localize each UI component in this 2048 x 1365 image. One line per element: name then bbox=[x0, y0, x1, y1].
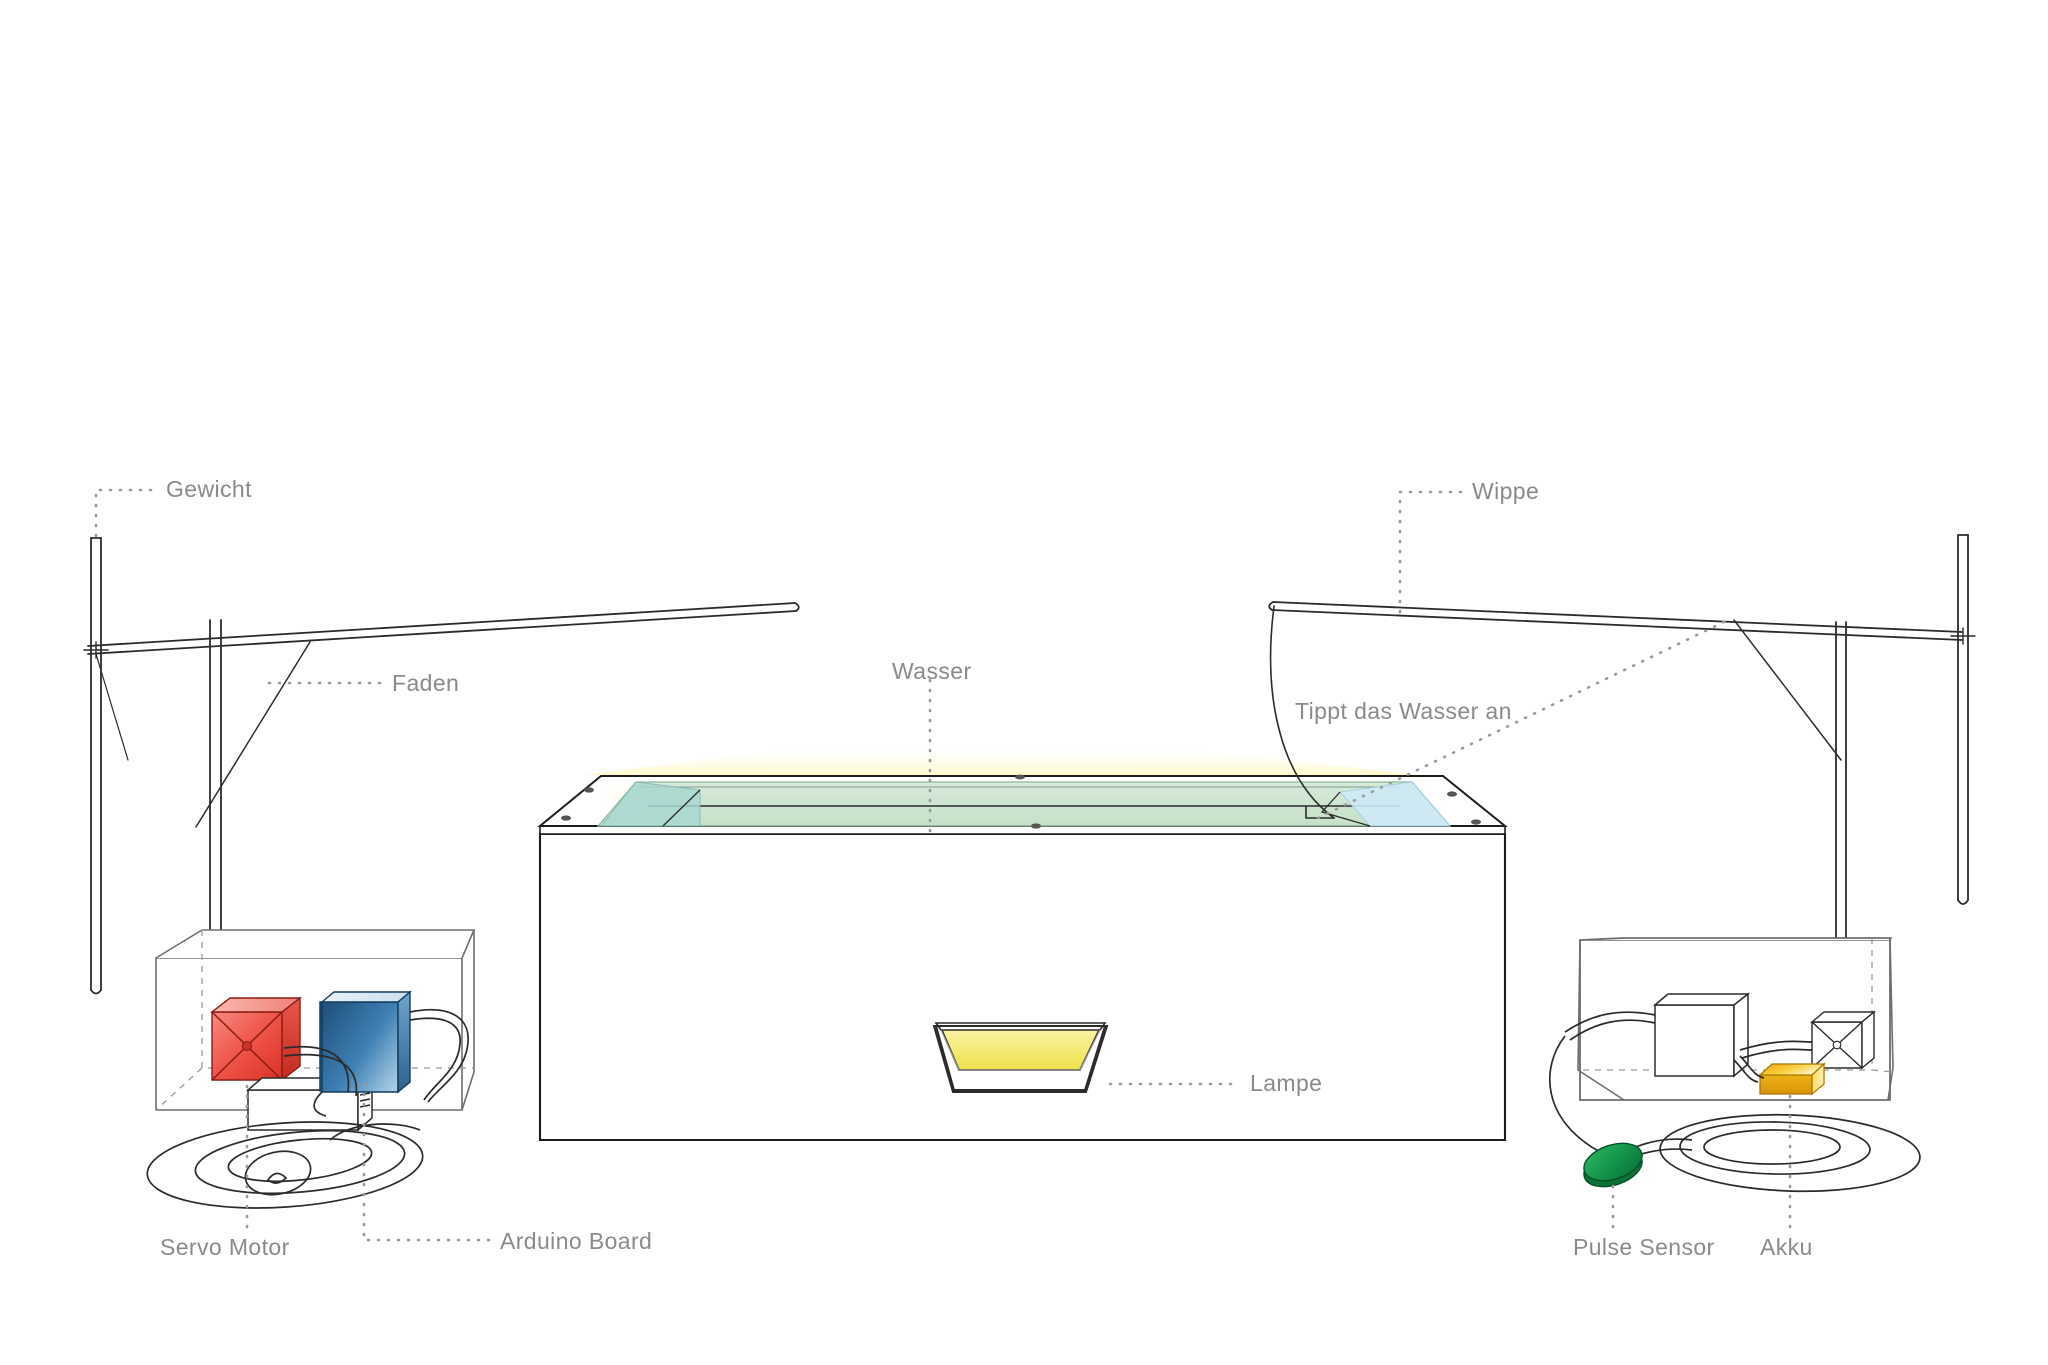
lamp-body-outline bbox=[932, 1025, 1109, 1093]
akku-battery bbox=[1758, 1062, 1826, 1096]
right-brace bbox=[1733, 619, 1842, 761]
label-akku: Akku bbox=[1760, 1234, 1813, 1260]
water-tapping-arm-foot bbox=[1305, 805, 1335, 819]
servo-hub bbox=[241, 1040, 253, 1052]
pulse-sensor-top bbox=[1583, 1142, 1643, 1182]
leader-gewicht bbox=[94, 488, 160, 538]
tank-rim-screws bbox=[561, 774, 1481, 829]
right-apparatus bbox=[1268, 534, 1976, 967]
arduino-top-face bbox=[320, 991, 412, 1003]
servo-motor-left bbox=[209, 996, 303, 1082]
servo-motor-right bbox=[1810, 1010, 1876, 1070]
arduino-right-front bbox=[1654, 1004, 1735, 1077]
water-tank bbox=[537, 774, 1508, 1142]
cable-akku-to-servo bbox=[1739, 1040, 1813, 1051]
leader-lines bbox=[94, 488, 1792, 1242]
left-sensor-bulb-mark bbox=[266, 1172, 288, 1184]
left-thread-vertical bbox=[95, 653, 129, 761]
left-sensor-bulb bbox=[244, 1150, 312, 1196]
leader-tippt-das-wasser-an bbox=[1316, 618, 1730, 820]
label-gewicht: Gewicht bbox=[166, 476, 252, 502]
cable-left-entry bbox=[1564, 1011, 1656, 1033]
tank-front-face bbox=[538, 832, 1507, 1142]
right-box-outer-top bbox=[1579, 937, 1892, 941]
cable-left-entry-2 bbox=[1569, 1019, 1656, 1041]
right-cable-long-tail bbox=[1548, 1035, 1601, 1153]
tank-rim-front bbox=[539, 825, 1506, 835]
right-cable-coil-inner bbox=[1703, 1129, 1841, 1165]
left-box-top-edge bbox=[155, 929, 476, 959]
cable-servo-to-module bbox=[283, 1046, 350, 1093]
light-beam-upper-glow bbox=[583, 745, 1420, 775]
right-box-right-bevel bbox=[1887, 937, 1894, 1101]
akku-front bbox=[1759, 1074, 1813, 1095]
arduino-right-top bbox=[1652, 993, 1751, 1006]
right-lever-arm-top bbox=[1272, 601, 1963, 633]
label-pulse-sensor: Pulse Sensor bbox=[1573, 1234, 1715, 1260]
leader-arduino-board bbox=[362, 1082, 492, 1242]
water-corner-right-fold bbox=[1320, 791, 1371, 827]
right-outer-pole-cap bbox=[1957, 534, 1969, 905]
cable-arduino-to-akku bbox=[1733, 1059, 1759, 1083]
right-lever-pivot bbox=[1950, 627, 1976, 645]
left-apparatus bbox=[83, 537, 800, 995]
left-box-hidden-edges bbox=[155, 930, 474, 1111]
right-inner-pole bbox=[1835, 621, 1847, 963]
cable-servo-to-module-2 bbox=[283, 1053, 358, 1097]
servo-right-side bbox=[1861, 1010, 1875, 1070]
cable-arduino-to-module bbox=[313, 1091, 327, 1117]
right-cable-coils bbox=[1548, 1035, 1921, 1193]
lamp bbox=[932, 1022, 1109, 1093]
right-cables bbox=[1564, 1011, 1813, 1083]
water-corner-right-highlight bbox=[1339, 781, 1452, 827]
cable-coil-mid bbox=[194, 1129, 406, 1195]
pulse-sensor bbox=[1583, 1142, 1643, 1188]
leader-wippe bbox=[1398, 490, 1467, 614]
label-servo-motor: Servo Motor bbox=[160, 1234, 290, 1260]
right-cable-coil-mid bbox=[1679, 1121, 1871, 1175]
right-electronics-box bbox=[1564, 937, 1894, 1101]
cable-coil-outer bbox=[146, 1121, 424, 1209]
cable-coil-tail bbox=[329, 1123, 421, 1141]
left-outer-pole bbox=[90, 537, 102, 991]
label-wasser: Wasser bbox=[892, 658, 972, 684]
left-thread-faden bbox=[195, 641, 311, 828]
left-lever-arm-bottom bbox=[87, 610, 797, 655]
label-lampe: Lampe bbox=[1250, 1070, 1323, 1096]
arduino-front-face-main bbox=[321, 1001, 399, 1093]
cable-akku-to-servo-2 bbox=[1741, 1048, 1813, 1059]
cable-arduino-right-out bbox=[409, 1008, 469, 1103]
label-wippe: Wippe bbox=[1472, 478, 1540, 504]
left-cable-coils bbox=[146, 1121, 424, 1209]
servo-side-face bbox=[281, 996, 301, 1082]
arduino-side-face bbox=[397, 990, 411, 1094]
right-lever-arm-bottom bbox=[1271, 609, 1963, 641]
right-box-front-outline bbox=[1579, 938, 1891, 1101]
left-inner-pole bbox=[209, 619, 222, 961]
left-cables bbox=[283, 1008, 469, 1117]
cable-coil-inner bbox=[227, 1137, 373, 1183]
right-outer-pole bbox=[1957, 534, 1969, 901]
akku-side bbox=[1811, 1062, 1825, 1096]
left-electronics-box bbox=[155, 929, 476, 1132]
servo-right-hub bbox=[1832, 1040, 1842, 1050]
water-tapping-arm bbox=[1269, 605, 1335, 819]
label-arduino-board: Arduino Board bbox=[500, 1228, 653, 1254]
right-box-left-bevel bbox=[1577, 939, 1625, 1101]
left-lever-arm-top bbox=[87, 602, 796, 647]
right-cable-coil-outer bbox=[1659, 1113, 1921, 1193]
water-corner-left-fold bbox=[662, 789, 701, 827]
left-box-right-edge bbox=[461, 930, 475, 1111]
left-lever-arm-tip bbox=[794, 602, 800, 612]
left-outer-pole-cap bbox=[90, 537, 102, 995]
arduino-board-left bbox=[319, 990, 412, 1094]
right-lever-arm-tip bbox=[1268, 601, 1274, 611]
water-surface bbox=[596, 781, 1452, 827]
lamp-shadow-edge bbox=[940, 1029, 1101, 1071]
cable-arduino-right-out-2 bbox=[409, 1017, 461, 1101]
label-faden: Faden bbox=[392, 670, 460, 696]
arduino-board-right bbox=[1652, 992, 1751, 1078]
label-tippt-das-wasser-an: Tippt das Wasser an bbox=[1295, 698, 1512, 724]
